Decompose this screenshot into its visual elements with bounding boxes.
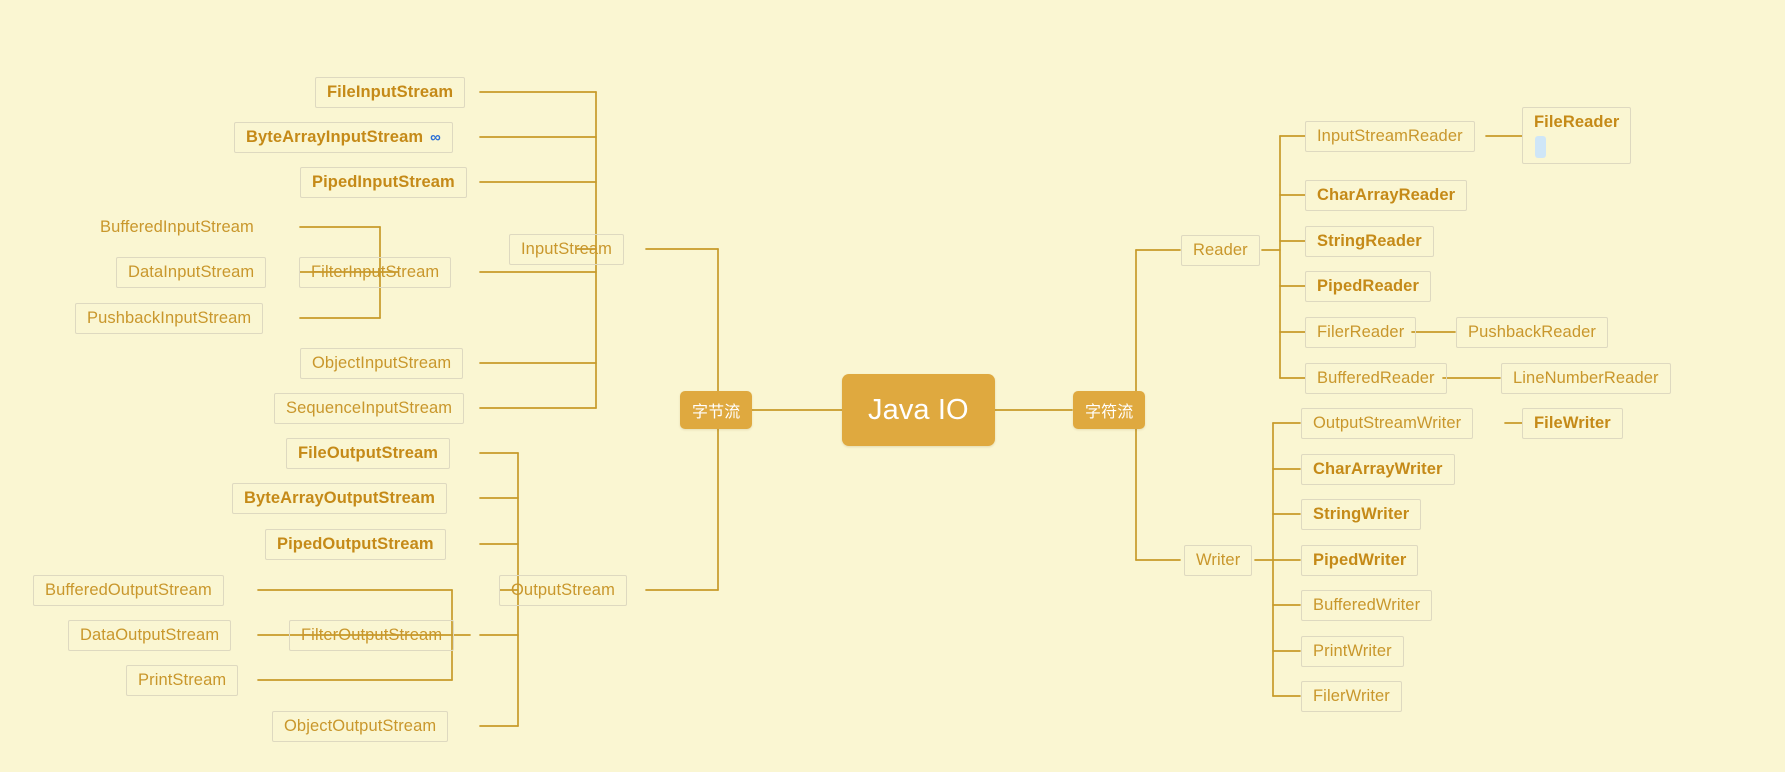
node-char-array-writer-label: CharArrayWriter bbox=[1313, 460, 1443, 478]
node-filter-input-stream[interactable]: FilterInputStream bbox=[299, 257, 452, 288]
node-output-stream[interactable]: OutputStream bbox=[499, 575, 627, 606]
node-byte-array-output-stream[interactable]: ByteArrayOutputStream bbox=[232, 483, 447, 514]
node-filer-writer[interactable]: FilerWriter bbox=[1301, 681, 1402, 712]
node-input-stream[interactable]: InputStream bbox=[509, 234, 624, 265]
node-data-output-stream-label: DataOutputStream bbox=[80, 626, 220, 644]
node-pushback-reader-label: PushbackReader bbox=[1468, 323, 1596, 341]
node-pushback-reader[interactable]: PushbackReader bbox=[1456, 317, 1608, 348]
text-cursor-highlight bbox=[1535, 136, 1546, 158]
node-piped-output-stream-label: PipedOutputStream bbox=[277, 535, 434, 553]
node-string-reader-label: StringReader bbox=[1317, 232, 1422, 250]
node-char-array-reader[interactable]: CharArrayReader bbox=[1305, 180, 1468, 211]
node-filer-reader[interactable]: FilerReader bbox=[1305, 317, 1417, 348]
node-piped-input-stream[interactable]: PipedInputStream bbox=[300, 167, 467, 198]
node-string-writer[interactable]: StringWriter bbox=[1301, 499, 1422, 530]
node-byte-array-input-stream[interactable]: ByteArrayInputStream ∞ bbox=[234, 122, 453, 153]
node-output-stream-writer-label: OutputStreamWriter bbox=[1313, 414, 1462, 432]
node-print-stream-label: PrintStream bbox=[138, 671, 227, 689]
root-node-label: Java IO bbox=[868, 393, 969, 426]
node-pushback-input-stream-label: PushbackInputStream bbox=[87, 309, 252, 327]
node-data-output-stream[interactable]: DataOutputStream bbox=[68, 620, 232, 651]
node-filter-output-stream[interactable]: FilterOutputStream bbox=[289, 620, 455, 651]
node-buffered-reader-label: BufferedReader bbox=[1317, 369, 1435, 387]
node-line-number-reader-label: LineNumberReader bbox=[1513, 369, 1659, 387]
node-file-output-stream[interactable]: FileOutputStream bbox=[286, 438, 451, 469]
node-string-writer-label: StringWriter bbox=[1313, 505, 1410, 523]
node-buffered-output-stream[interactable]: BufferedOutputStream bbox=[33, 575, 224, 606]
node-object-output-stream-label: ObjectOutputStream bbox=[284, 717, 437, 735]
node-writer[interactable]: Writer bbox=[1184, 545, 1253, 576]
node-buffered-input-stream-label: BufferedInputStream bbox=[100, 218, 254, 236]
node-buffered-output-stream-label: BufferedOutputStream bbox=[45, 581, 212, 599]
node-buffered-writer-label: BufferedWriter bbox=[1313, 596, 1421, 614]
root-node-java-io[interactable]: Java IO bbox=[842, 374, 995, 446]
node-file-writer-label: FileWriter bbox=[1534, 414, 1611, 432]
node-piped-output-stream[interactable]: PipedOutputStream bbox=[265, 529, 446, 560]
node-input-stream-reader-label: InputStreamReader bbox=[1317, 127, 1463, 145]
node-string-reader[interactable]: StringReader bbox=[1305, 226, 1434, 257]
node-byte-array-output-stream-label: ByteArrayOutputStream bbox=[244, 489, 435, 507]
node-file-reader[interactable]: FileReader bbox=[1522, 107, 1632, 164]
node-piped-input-stream-label: PipedInputStream bbox=[312, 173, 455, 191]
node-data-input-stream-label: DataInputStream bbox=[128, 263, 255, 281]
node-input-stream-reader[interactable]: InputStreamReader bbox=[1305, 121, 1475, 152]
node-print-writer-label: PrintWriter bbox=[1313, 642, 1392, 660]
node-file-output-stream-label: FileOutputStream bbox=[298, 444, 439, 462]
node-object-input-stream-label: ObjectInputStream bbox=[312, 354, 452, 372]
node-line-number-reader[interactable]: LineNumberReader bbox=[1501, 363, 1671, 394]
node-print-writer[interactable]: PrintWriter bbox=[1301, 636, 1404, 667]
link-icon[interactable]: ∞ bbox=[430, 129, 441, 146]
node-output-stream-label: OutputStream bbox=[511, 581, 615, 599]
node-writer-label: Writer bbox=[1196, 551, 1241, 569]
node-filer-writer-label: FilerWriter bbox=[1313, 687, 1390, 705]
node-byte-array-input-stream-label: ByteArrayInputStream bbox=[246, 128, 424, 146]
node-output-stream-writer[interactable]: OutputStreamWriter bbox=[1301, 408, 1474, 439]
node-input-stream-label: InputStream bbox=[521, 240, 612, 258]
node-object-output-stream[interactable]: ObjectOutputStream bbox=[272, 711, 449, 742]
branch-node-char-stream-label: 字符流 bbox=[1085, 404, 1134, 421]
node-reader-label: Reader bbox=[1193, 241, 1248, 259]
branch-node-byte-stream[interactable]: 字节流 bbox=[680, 391, 753, 429]
node-buffered-input-stream[interactable]: BufferedInputStream bbox=[88, 212, 266, 243]
node-char-array-writer[interactable]: CharArrayWriter bbox=[1301, 454, 1455, 485]
node-reader[interactable]: Reader bbox=[1181, 235, 1260, 266]
node-buffered-reader[interactable]: BufferedReader bbox=[1305, 363, 1447, 394]
node-buffered-writer[interactable]: BufferedWriter bbox=[1301, 590, 1433, 621]
branch-node-byte-stream-label: 字节流 bbox=[692, 404, 741, 421]
node-piped-reader-label: PipedReader bbox=[1317, 277, 1419, 295]
node-object-input-stream[interactable]: ObjectInputStream bbox=[300, 348, 464, 379]
node-piped-writer[interactable]: PipedWriter bbox=[1301, 545, 1419, 576]
node-piped-writer-label: PipedWriter bbox=[1313, 551, 1407, 569]
node-filter-output-stream-label: FilterOutputStream bbox=[301, 626, 443, 644]
node-file-writer[interactable]: FileWriter bbox=[1522, 408, 1623, 439]
node-print-stream[interactable]: PrintStream bbox=[126, 665, 239, 696]
node-sequence-input-stream-label: SequenceInputStream bbox=[286, 399, 453, 417]
node-pushback-input-stream[interactable]: PushbackInputStream bbox=[75, 303, 264, 334]
node-piped-reader[interactable]: PipedReader bbox=[1305, 271, 1431, 302]
node-data-input-stream[interactable]: DataInputStream bbox=[116, 257, 267, 288]
node-file-input-stream[interactable]: FileInputStream bbox=[315, 77, 466, 108]
node-filer-reader-label: FilerReader bbox=[1317, 323, 1405, 341]
branch-node-char-stream[interactable]: 字符流 bbox=[1073, 391, 1146, 429]
node-file-input-stream-label: FileInputStream bbox=[327, 83, 454, 101]
node-sequence-input-stream[interactable]: SequenceInputStream bbox=[274, 393, 465, 424]
node-char-array-reader-label: CharArrayReader bbox=[1317, 186, 1456, 204]
node-file-reader-label: FileReader bbox=[1534, 113, 1620, 131]
node-filter-input-stream-label: FilterInputStream bbox=[311, 263, 440, 281]
